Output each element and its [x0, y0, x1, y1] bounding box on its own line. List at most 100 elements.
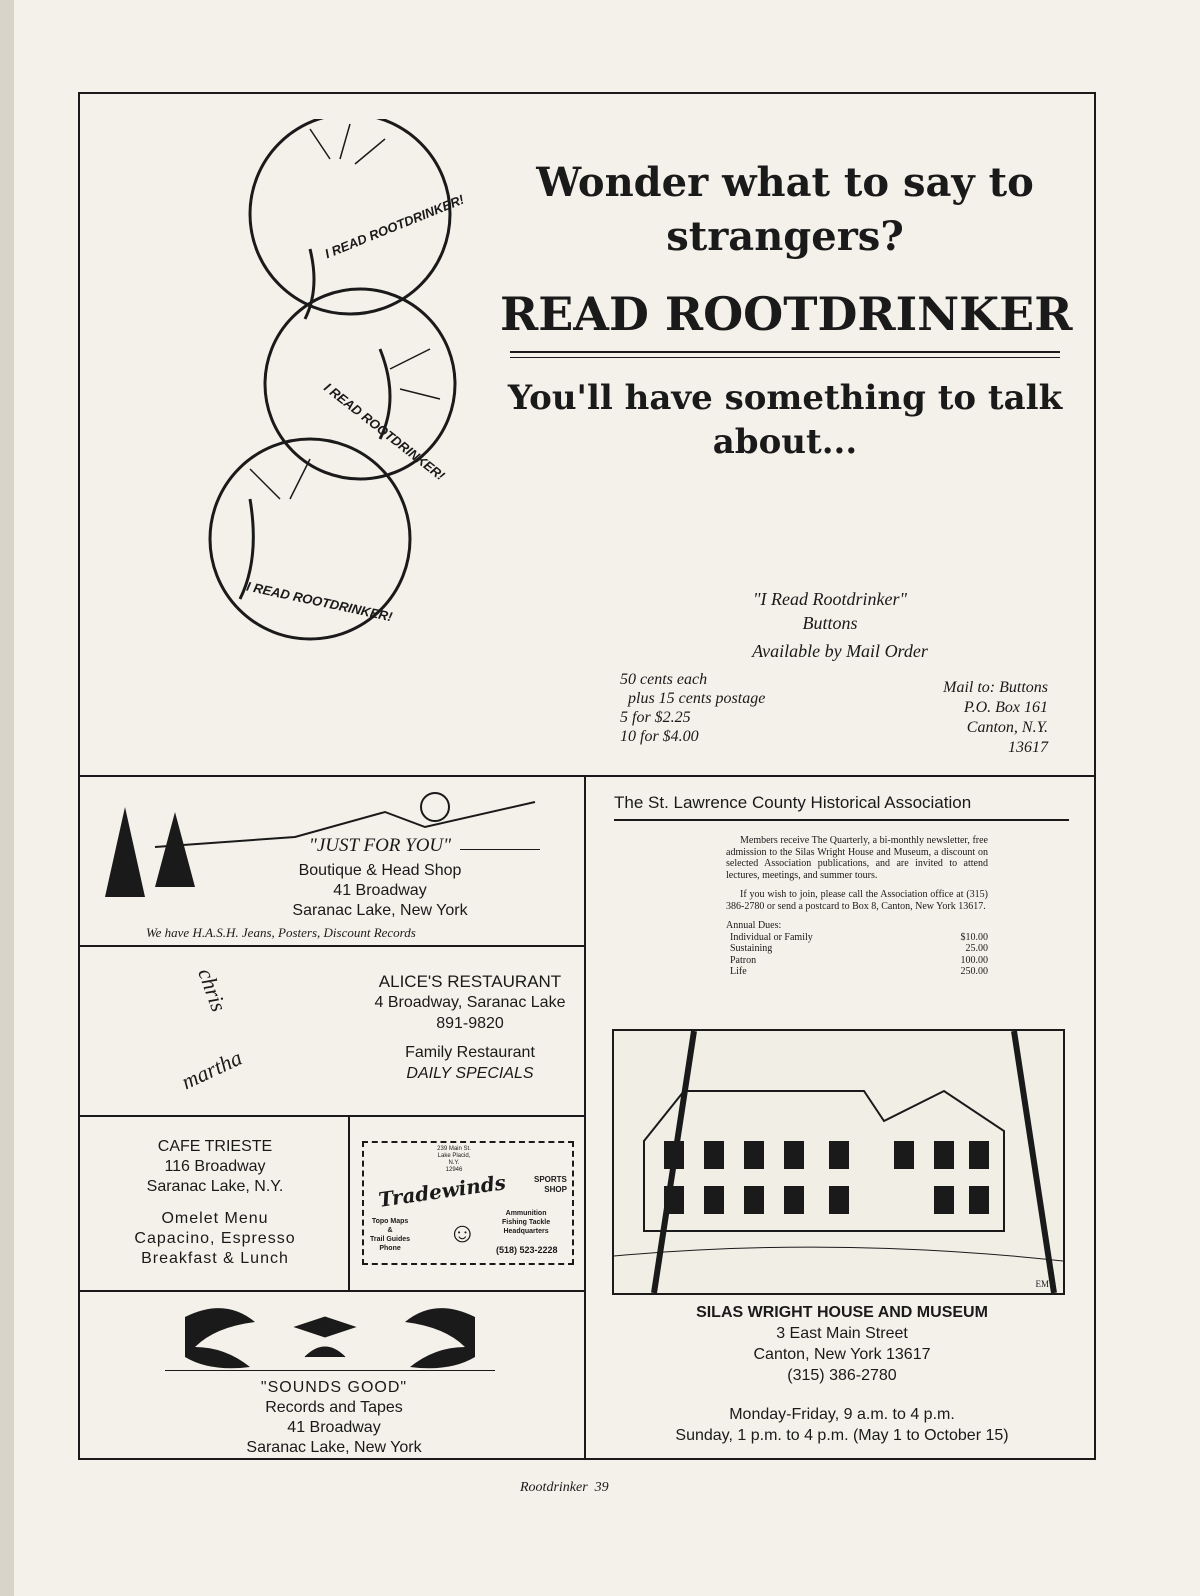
- tradewinds-logo: Tradewinds: [376, 1170, 508, 1212]
- menu-line: Capacino, Espresso: [134, 1230, 296, 1247]
- sub-line: SPORTS: [534, 1175, 567, 1184]
- tradewinds-phone: (518) 523-2228: [496, 1245, 558, 1255]
- address-line: N.Y.: [448, 1160, 460, 1166]
- cafe-details: CAFE TRIESTE 116 Broadway Saranac Lake, …: [80, 1137, 350, 1269]
- line: Ammunition: [505, 1210, 547, 1217]
- cafe-city: Saranac Lake, N.Y.: [146, 1178, 284, 1195]
- store-details: "SOUNDS GOOD" Records and Tapes 41 Broad…: [80, 1378, 588, 1458]
- logo-martha: martha: [177, 1044, 246, 1095]
- line: Fishing Tackle: [502, 1219, 551, 1226]
- join-paragraph: If you wish to join, please call the Ass…: [726, 889, 988, 912]
- dues-amount: 25.00: [965, 943, 989, 954]
- just-for-you-ad: "JUST FOR YOU" Boutique & Head Shop 41 B…: [78, 775, 586, 947]
- logo-chris: chris: [193, 964, 232, 1015]
- membership-paragraph: Members receive The Quarterly, a bi-mont…: [726, 835, 988, 881]
- address-line: Lake Placid,: [437, 1153, 471, 1159]
- dues-row: Individual or Family $10.00: [730, 932, 988, 944]
- dues-tier: Sustaining: [730, 943, 773, 954]
- dues-row: Patron 100.00: [730, 955, 988, 967]
- price-line: 5 for $2.25: [620, 709, 691, 726]
- dues-tier: Individual or Family: [730, 931, 813, 943]
- price-line: 50 cents each: [620, 671, 708, 688]
- page-gutter: [0, 0, 14, 1596]
- alices-restaurant-ad: chris martha ALICE'S RESTAURANT 4 Broadw…: [78, 945, 586, 1117]
- association-title: The St. Lawrence County Historical Assoc…: [614, 793, 972, 812]
- dues-amount: $10.00: [960, 931, 989, 943]
- shop-address: 41 Broadway: [333, 882, 427, 899]
- museum-name: SILAS WRIGHT HOUSE AND MUSEUM: [696, 1304, 988, 1321]
- page-number: 39: [594, 1480, 609, 1495]
- page-footer: Rootdrinker 39: [520, 1480, 609, 1496]
- mail-to-address: Mail to: Buttons P.O. Box 161 Canton, N.…: [880, 678, 1048, 758]
- divider: [460, 849, 540, 850]
- museum-address: 3 East Main Street: [776, 1325, 908, 1342]
- price-line: plus 15 cents postage: [628, 690, 766, 707]
- dues-list: Individual or Family $10.00 Sustaining 25.…: [726, 932, 988, 978]
- rootdrinker-ad: I READ ROOTDRINKER! I READ ROOTDRINKER! …: [78, 92, 1096, 777]
- brand-title: READ ROOTDRINKER: [500, 287, 1073, 341]
- dues-tier: Life: [730, 966, 747, 977]
- tradewinds-ad: 239 Main St. Lake Placid, N.Y. 12946 Tra…: [362, 1141, 574, 1265]
- shop-note: We have H.A.S.H. Jeans, Posters, Discoun…: [146, 925, 416, 940]
- shop-name: "JUST FOR YOU": [308, 835, 452, 856]
- buttons-subtitle: Buttons: [802, 613, 858, 633]
- menu-line: Breakfast & Lunch: [141, 1250, 289, 1267]
- divider: [614, 819, 1069, 821]
- dues-amount: 100.00: [960, 954, 989, 966]
- mail-line: 13617: [1008, 739, 1048, 756]
- availability: Available by Mail Order: [752, 641, 928, 661]
- store-name: "SOUNDS GOOD": [260, 1379, 408, 1396]
- tradewinds-address: 239 Main St. Lake Placid, N.Y. 12946: [424, 1146, 484, 1174]
- buttons-title: "I Read Rootdrinker": [752, 589, 908, 609]
- sub-line: SHOP: [544, 1185, 567, 1194]
- phone-label: Phone: [379, 1245, 401, 1252]
- headline: Wonder what to say to strangers?: [536, 159, 1034, 260]
- tagline: You'll have something to talk about...: [507, 378, 1063, 462]
- restaurant-type: Family Restaurant: [405, 1044, 535, 1061]
- divider: [510, 351, 1060, 353]
- shop-details: Boutique & Head Shop 41 Broadway Saranac…: [230, 861, 530, 921]
- address-line: 239 Main St.: [437, 1146, 471, 1152]
- price-line: 10 for $4.00: [620, 728, 699, 745]
- magazine-name: Rootdrinker: [520, 1480, 588, 1495]
- address-line: 12946: [445, 1167, 463, 1173]
- cafe-name: CAFE TRIESTE: [157, 1138, 273, 1155]
- museum-city: Canton, New York 13617: [753, 1346, 931, 1363]
- house-drawing: [613, 1030, 1064, 1294]
- store-city: Saranac Lake, New York: [246, 1439, 422, 1456]
- restaurant-phone: 891-9820: [436, 1015, 504, 1032]
- store-type: Records and Tapes: [265, 1399, 403, 1416]
- dues-amount: 250.00: [960, 966, 989, 977]
- artist-signature: EM: [1035, 1279, 1050, 1289]
- line: Trail Guides: [370, 1236, 411, 1243]
- dues-tier: Patron: [730, 954, 757, 966]
- store-address: 41 Broadway: [287, 1419, 381, 1436]
- tradewinds-ad-cell: 239 Main St. Lake Placid, N.Y. 12946 Tra…: [348, 1115, 586, 1292]
- badges-illustration: [208, 119, 457, 641]
- shop-city: Saranac Lake, New York: [292, 902, 468, 919]
- divider: [510, 357, 1060, 358]
- restaurant-specials: DAILY SPECIALS: [406, 1065, 534, 1082]
- historical-association-ad: The St. Lawrence County Historical Assoc…: [584, 775, 1096, 1460]
- mail-line: Canton, N.Y.: [966, 719, 1048, 736]
- price-list: 50 cents each plus 15 cents postage 5 fo…: [620, 670, 765, 746]
- museum-hours: Monday-Friday, 9 a.m. to 4 p.m.: [729, 1406, 955, 1423]
- museum-phone: (315) 386-2780: [787, 1367, 897, 1384]
- menu-line: Omelet Menu: [161, 1210, 269, 1227]
- museum-illustration: EM: [612, 1029, 1065, 1295]
- mail-line: P.O. Box 161: [963, 699, 1048, 716]
- sounds-good-ad: "SOUNDS GOOD" Records and Tapes 41 Broad…: [78, 1290, 586, 1460]
- cafe-address: 116 Broadway: [164, 1158, 266, 1175]
- sounds-good-logo: [185, 1308, 475, 1369]
- mountain-trees-illustration: [105, 792, 536, 897]
- dues-row: Life 250.00: [730, 966, 988, 978]
- restaurant-details: ALICE'S RESTAURANT 4 Broadway, Saranac L…: [360, 971, 580, 1084]
- line: &: [387, 1227, 393, 1234]
- fisherman-icon: ☺: [448, 1218, 477, 1249]
- line: Headquarters: [503, 1228, 549, 1235]
- museum-hours: Sunday, 1 p.m. to 4 p.m. (May 1 to Octob…: [675, 1427, 1009, 1444]
